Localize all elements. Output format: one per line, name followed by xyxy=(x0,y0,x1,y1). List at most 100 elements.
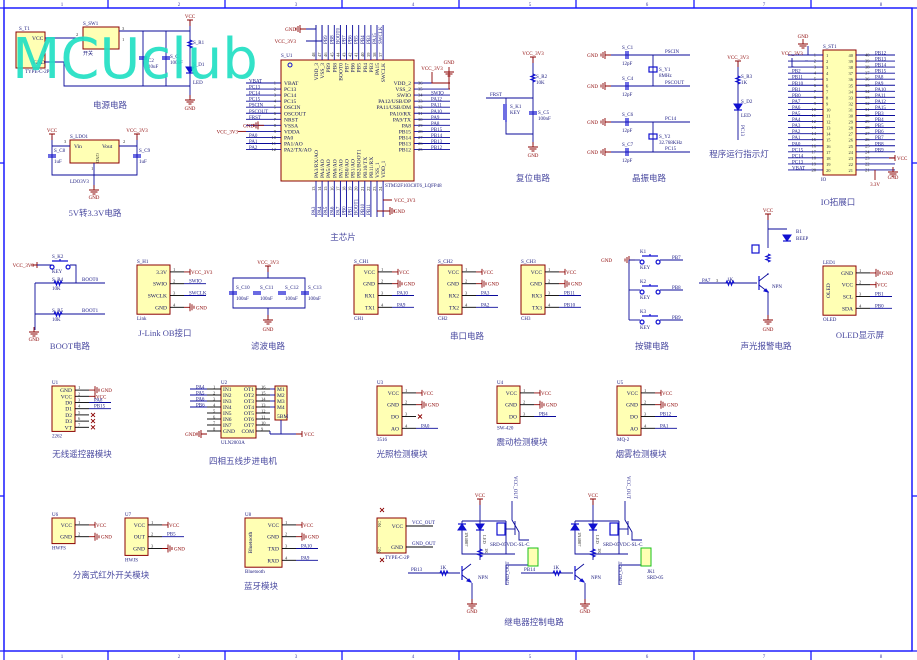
value: BEEP xyxy=(796,237,808,242)
pin-name: PA2/TX/AO xyxy=(284,148,312,154)
net-label: PB10 xyxy=(361,203,366,215)
pin-name: VSSA xyxy=(284,123,298,129)
pin-name: AO xyxy=(391,426,399,432)
pin-name: VCC xyxy=(388,391,400,397)
pin-number: 1 xyxy=(285,520,287,525)
crystal-circuit: GNDS_C112pFPSCINGNDS_C412pFPSCOUTGNDS_C6… xyxy=(587,46,690,183)
net-label: SWIO xyxy=(431,92,444,97)
pin-name: PA9/TX xyxy=(393,117,411,123)
pin-name: TXD xyxy=(268,547,279,553)
pin-name: D3 xyxy=(65,419,72,425)
ref-designator: S_LDO1 xyxy=(70,135,89,140)
pin-name: PB0/AO xyxy=(345,159,351,178)
pin-name: SWCLK xyxy=(381,63,387,82)
power-circuit: S_T1VCCGNDTYPE-C-2PS_SW1开关231C210uFS_C10… xyxy=(15,15,205,112)
pin-number: 9 xyxy=(274,129,277,134)
usb-c-connector xyxy=(15,31,46,69)
net-label: PA0 xyxy=(792,142,801,147)
pin-number: 26 xyxy=(865,137,870,142)
push-button-icon xyxy=(639,314,661,325)
power-port-icon xyxy=(476,268,483,275)
value: 32.768KHz xyxy=(659,141,683,146)
capacitor-icon xyxy=(625,51,629,59)
pin-name: VT xyxy=(65,425,73,431)
value: 12pF xyxy=(622,93,633,98)
net-label: VCC_3V3 xyxy=(727,56,749,61)
net-label: PB14 xyxy=(524,568,536,573)
value: 1K xyxy=(484,548,489,554)
net-label: GND_OUT xyxy=(619,561,624,585)
pin-number: 38 xyxy=(865,65,870,70)
section-title: 烟雾检测模块 xyxy=(615,449,667,459)
net-label: PA11 xyxy=(875,94,886,99)
value: 100nF xyxy=(538,117,551,122)
pin-name: GND xyxy=(626,403,638,409)
emitter-arrow xyxy=(579,578,586,583)
pin-number: 46 xyxy=(323,52,328,57)
pin-number: 3 xyxy=(716,278,719,283)
net-label: VCC_3V3 xyxy=(191,271,213,276)
ruler-label: 6 xyxy=(646,655,649,660)
diode-icon xyxy=(457,523,467,531)
net-label: VCC xyxy=(662,392,673,397)
net-label: GND xyxy=(243,124,254,129)
part-name: HWFS xyxy=(52,547,66,552)
component-body xyxy=(376,385,403,436)
net-label: GND xyxy=(185,107,196,112)
ref-designator: U6 xyxy=(52,513,59,518)
resistor-icon xyxy=(439,569,449,577)
pin-name: OT6 xyxy=(244,417,254,423)
net-label: VCC xyxy=(763,209,774,214)
component-body xyxy=(136,264,171,315)
net-label: PB15 xyxy=(94,405,106,410)
pin-number: 36 xyxy=(418,81,423,86)
emitter-arrow xyxy=(466,578,473,583)
motor-pin: M1 xyxy=(277,387,285,393)
filter-circuit: S_C10100nFS_C11100nFS_C12100nFS_C13100nF… xyxy=(229,261,322,351)
pin-number: 3 xyxy=(405,412,408,417)
no-connect-icon xyxy=(417,414,423,419)
pin-number: 3 xyxy=(523,412,526,417)
pin-number: 19 xyxy=(826,162,831,167)
pin-number: 10 xyxy=(272,135,277,140)
pin-number: 40 xyxy=(865,53,870,58)
power-port-icon xyxy=(89,521,96,528)
pin-number: 19 xyxy=(348,186,353,191)
ground-icon xyxy=(162,544,173,553)
nc-label: NC xyxy=(377,547,382,553)
pin-name: PB11/RX xyxy=(369,157,375,178)
pin-number: 24 xyxy=(849,150,854,155)
pin-number: 2 xyxy=(285,532,287,537)
pin-number: 36 xyxy=(865,77,870,82)
net-label: VCC_3V3 xyxy=(781,52,803,57)
pin-number: 35 xyxy=(849,83,854,88)
net-label: VCC xyxy=(96,395,107,400)
part-name: CH2 xyxy=(438,317,448,322)
pin-name: PB2/BOOT1 xyxy=(357,149,363,178)
pin-name: GND xyxy=(391,545,403,551)
pin-name: BOOT0 xyxy=(338,63,344,81)
ref-designator: S_C11 xyxy=(260,286,274,291)
net-label: PC15 xyxy=(665,147,677,152)
net-label: VBAT xyxy=(792,166,805,171)
power-port-icon xyxy=(416,389,423,396)
pin-name: GND xyxy=(530,282,542,288)
pin-name: TX2 xyxy=(449,305,459,311)
pin-number: 1 xyxy=(78,520,80,525)
pin-name: DO xyxy=(630,415,638,421)
ground-icon xyxy=(467,599,477,609)
pin-number: 10 xyxy=(261,421,266,426)
capacitor-icon xyxy=(625,118,629,126)
net-label: PB13 xyxy=(875,58,887,63)
pin-name: PB15 xyxy=(399,129,411,135)
pin-number: 1 xyxy=(644,388,646,393)
value: 1uF xyxy=(54,160,62,165)
pin1-marker xyxy=(287,62,293,68)
pin-name: VCC xyxy=(134,523,146,529)
pin-number: 3 xyxy=(122,26,125,31)
value: KEY xyxy=(640,326,651,331)
